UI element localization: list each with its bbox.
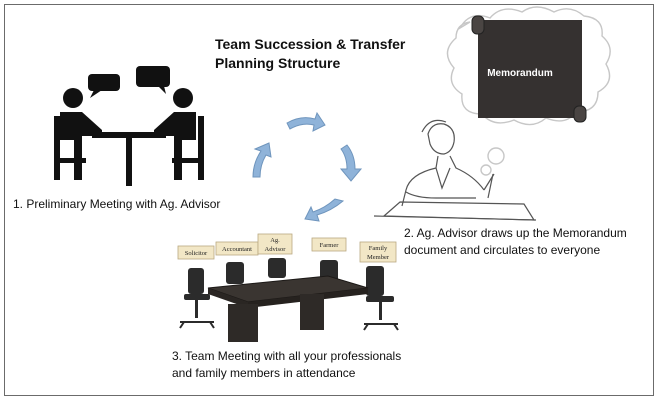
memorandum-label: Memorandum: [487, 68, 553, 79]
diagram-title: Team Succession & Transfer Planning Stru…: [215, 36, 406, 71]
diagram-frame: [4, 4, 654, 396]
sign-family-text-1: Family: [369, 245, 388, 252]
advisor-sketch: Memorandum: [373, 6, 611, 221]
cycle-arrows: [252, 111, 363, 222]
step-1-caption: 1. Preliminary Meeting with Ag. Advisor: [13, 197, 221, 211]
arrow-right-icon: [286, 111, 326, 132]
sign-advisor: [257, 233, 293, 255]
sign-advisor-text-2: Advisor: [265, 246, 287, 253]
sign-farmer: [311, 237, 347, 252]
arrow-up-icon: [252, 142, 272, 178]
sign-family-member: [359, 241, 397, 263]
sign-advisor-text-1: Ag.: [270, 237, 280, 244]
meeting-icon: [54, 66, 204, 186]
sign-solicitor-text: Solicitor: [185, 250, 208, 257]
step-2-caption: 2. Ag. Advisor draws up the Memorandum d…: [404, 226, 627, 257]
sign-solicitor: [177, 245, 215, 260]
sign-family-text-2: Member: [367, 254, 390, 261]
arrow-down-icon: [339, 144, 363, 182]
team-meeting-illustration: Solicitor Accountant Ag. Advisor Farmer …: [177, 233, 399, 342]
arrow-down-left-icon: [304, 198, 345, 222]
sign-farmer-text: Farmer: [320, 242, 340, 249]
step-3-caption: 3. Team Meeting with all your profession…: [172, 349, 402, 380]
sign-accountant-text: Accountant: [222, 246, 252, 253]
